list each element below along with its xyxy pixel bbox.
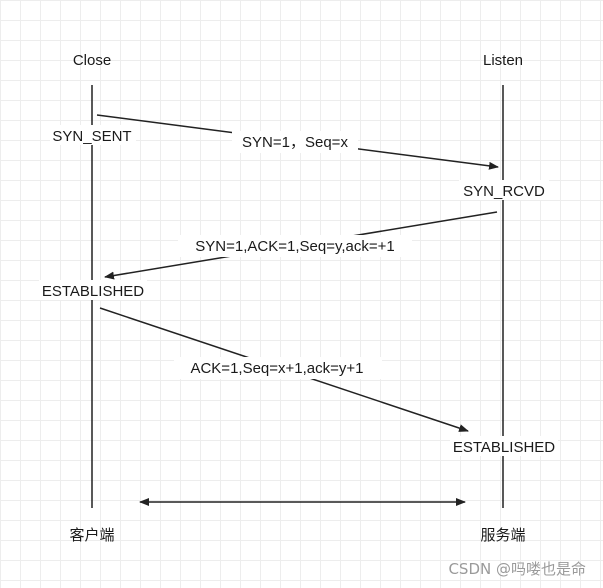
syn-ack-label-bg [178, 235, 412, 257]
client-state-syn-sent: SYN_SENT [52, 128, 131, 145]
client-state-established-bg [39, 280, 147, 300]
server-state-syn-rcvd: SYN_RCVD [463, 183, 545, 200]
client-state-established: ESTABLISHED [42, 283, 144, 300]
csdn-watermark: CSDN @吗喽也是命 [448, 560, 586, 578]
server-state-established: ESTABLISHED [453, 439, 555, 456]
syn-label-bg [232, 131, 358, 153]
server-state-listen: Listen [483, 52, 523, 69]
client-state-sent-bg [50, 125, 136, 145]
client-state-close: Close [73, 52, 111, 69]
server-name: 服务端 [480, 527, 525, 544]
ack-label-bg [174, 357, 382, 379]
server-state-established-bg [450, 436, 558, 456]
syn-ack-message-label: SYN=1,ACK=1,Seq=y,ack=+1 [195, 238, 394, 255]
server-state-rcvd-bg [459, 180, 549, 200]
ack-message-label: ACK=1,Seq=x+1,ack=y+1 [190, 360, 363, 377]
syn-message-label: SYN=1，Seq=x [242, 134, 348, 151]
client-name: 客户端 [69, 527, 114, 544]
